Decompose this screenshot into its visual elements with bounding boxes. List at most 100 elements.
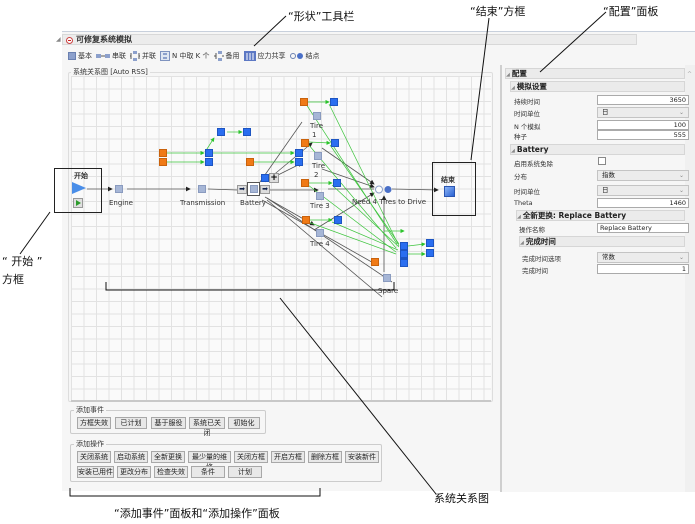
engine-action-1[interactable] xyxy=(205,149,213,157)
n-sims-field[interactable]: 100 xyxy=(597,120,689,130)
duration-field[interactable]: 3650 xyxy=(597,95,689,105)
engine-event-2[interactable] xyxy=(159,158,167,166)
start-play-icon[interactable] xyxy=(72,182,86,194)
tire2-event[interactable] xyxy=(301,139,309,147)
completion-time-title: 完成时间 xyxy=(525,237,556,246)
event-scheduled[interactable]: 已计划 xyxy=(115,417,147,429)
seed-field[interactable]: 555 xyxy=(597,130,689,140)
transmission-action-2[interactable] xyxy=(295,158,303,166)
knot-action-5[interactable] xyxy=(426,249,434,257)
action-change-distribution[interactable]: 更改分布 xyxy=(117,466,151,478)
tire2-block[interactable] xyxy=(314,152,322,160)
end-box-label: 结束 xyxy=(441,176,455,184)
end-block[interactable] xyxy=(444,186,455,197)
replace-battery-header[interactable]: ◢全新更换: Replace Battery xyxy=(516,210,685,221)
window-title-bar: ◢ 可修复系统模拟 xyxy=(56,34,637,45)
spare-block[interactable] xyxy=(383,274,391,282)
tire4-action[interactable] xyxy=(334,216,342,224)
tool-standby[interactable]: 备用 xyxy=(213,51,240,61)
tire4-event[interactable] xyxy=(302,216,310,224)
action-open-block[interactable]: 开启方框 xyxy=(271,451,305,463)
time-unit-value: 日 xyxy=(602,108,609,116)
completion-time-label: 完成时间 xyxy=(522,267,548,275)
event-usage-based[interactable]: 基于服役 xyxy=(151,417,186,429)
config-scrollbar[interactable]: ^ xyxy=(685,65,695,492)
tool-k-out-of-n[interactable]: N 中取 K 个 xyxy=(160,51,210,61)
time-unit-select[interactable]: 日⌄ xyxy=(597,107,689,118)
event-system-closed[interactable]: 系统已关闭 xyxy=(189,417,225,437)
battery-out-port[interactable]: ➡ xyxy=(260,185,270,194)
shape-toolbar: 基本 串联 并联 N 中取 K 个 备用 应力共享 结点 xyxy=(68,50,320,62)
sim-settings-header[interactable]: ◢模拟设置 xyxy=(510,81,685,92)
transmission-action-1[interactable] xyxy=(295,149,303,157)
tool-series[interactable]: 串联 xyxy=(96,51,126,61)
collapse-triangle-icon: ◢ xyxy=(506,72,510,78)
add-action-plus-icon[interactable]: + xyxy=(269,173,279,183)
engine-block[interactable] xyxy=(115,185,123,193)
action-name-field[interactable]: Replace Battery xyxy=(597,223,689,233)
event-initialize[interactable]: 初始化 xyxy=(228,417,260,429)
tire1-block[interactable] xyxy=(313,112,321,120)
action-schedule[interactable]: 计划 xyxy=(228,466,262,478)
tool-basic-label: 基本 xyxy=(78,52,92,60)
spare-event[interactable] xyxy=(371,258,379,266)
window-title: 可修复系统模拟 xyxy=(76,35,132,44)
action-close-system[interactable]: 关闭系统 xyxy=(77,451,111,463)
action-minimal-repair[interactable]: 最少量的维修 xyxy=(188,451,231,471)
engine-event-1[interactable] xyxy=(159,149,167,157)
series-icon xyxy=(96,54,110,58)
battery-header[interactable]: ◢Battery xyxy=(510,144,685,155)
engine-action-2[interactable] xyxy=(205,158,213,166)
action-remove-block[interactable]: 删除方框 xyxy=(308,451,342,463)
tire3-action[interactable] xyxy=(333,179,341,187)
transmission-block[interactable] xyxy=(198,185,206,193)
tool-parallel[interactable]: 并联 xyxy=(130,51,156,61)
action-install-new[interactable]: 安装新件 xyxy=(345,451,379,463)
action-install-used[interactable]: 安装已用件 xyxy=(77,466,114,478)
transmission-event[interactable] xyxy=(246,158,254,166)
spare-action[interactable] xyxy=(400,259,408,267)
knot-node-icon[interactable] xyxy=(374,185,394,194)
tire1-action[interactable] xyxy=(330,98,338,106)
load-sharing-icon xyxy=(243,51,256,61)
tool-knot[interactable]: 结点 xyxy=(289,51,320,61)
knot-action-1[interactable] xyxy=(400,242,408,250)
collapse-triangle-icon[interactable]: ◢ xyxy=(56,36,61,43)
battery-action[interactable] xyxy=(261,174,269,182)
completion-time-field[interactable]: 1 xyxy=(597,264,689,274)
completion-option-select[interactable]: 常数⌄ xyxy=(597,252,689,263)
disable-system-checkbox[interactable] xyxy=(598,157,606,165)
action-inspect-failure[interactable]: 检查失效 xyxy=(154,466,188,478)
engine-action-3[interactable] xyxy=(217,128,225,136)
annotation-config-panel: “配置”面板 xyxy=(603,5,659,18)
tool-basic[interactable]: 基本 xyxy=(68,51,92,61)
completion-option-value: 常数 xyxy=(602,253,615,261)
tire4-block[interactable] xyxy=(316,229,324,237)
battery-in-port[interactable]: ➡ xyxy=(237,185,247,194)
tool-load-sharing-label: 应力共享 xyxy=(257,52,286,60)
theta-field[interactable]: 1460 xyxy=(597,198,689,208)
action-close-block[interactable]: 关闭方框 xyxy=(234,451,268,463)
battery-time-unit-select[interactable]: 日⌄ xyxy=(597,185,689,196)
config-header[interactable]: ◢配置 xyxy=(505,68,685,79)
action-start-system[interactable]: 启动系统 xyxy=(114,451,148,463)
event-block-failure[interactable]: 方框失效 xyxy=(77,417,111,429)
tire3-block[interactable] xyxy=(316,192,324,200)
tool-load-sharing[interactable]: 应力共享 xyxy=(243,51,286,61)
engine-action-4[interactable] xyxy=(243,128,251,136)
tire3-event[interactable] xyxy=(301,179,309,187)
tire2-action[interactable] xyxy=(331,139,339,147)
action-condition[interactable]: 条件 xyxy=(191,466,225,478)
start-run-button[interactable] xyxy=(73,198,83,208)
battery-block[interactable] xyxy=(250,185,258,193)
annotation-shape-toolbar: “形状”工具栏 xyxy=(288,10,355,23)
knot-action-4[interactable] xyxy=(426,239,434,247)
tire1-event[interactable] xyxy=(300,98,308,106)
action-replace-new[interactable]: 全新更换 xyxy=(151,451,185,463)
scroll-up-icon[interactable]: ^ xyxy=(687,71,693,78)
knot-action-2[interactable] xyxy=(400,250,408,258)
distribution-select[interactable]: 指数⌄ xyxy=(597,170,689,181)
red-menu-triangle-icon[interactable] xyxy=(66,37,73,44)
add-event-title: 添加事件 xyxy=(74,405,106,415)
completion-time-header[interactable]: ◢完成时间 xyxy=(519,236,685,247)
